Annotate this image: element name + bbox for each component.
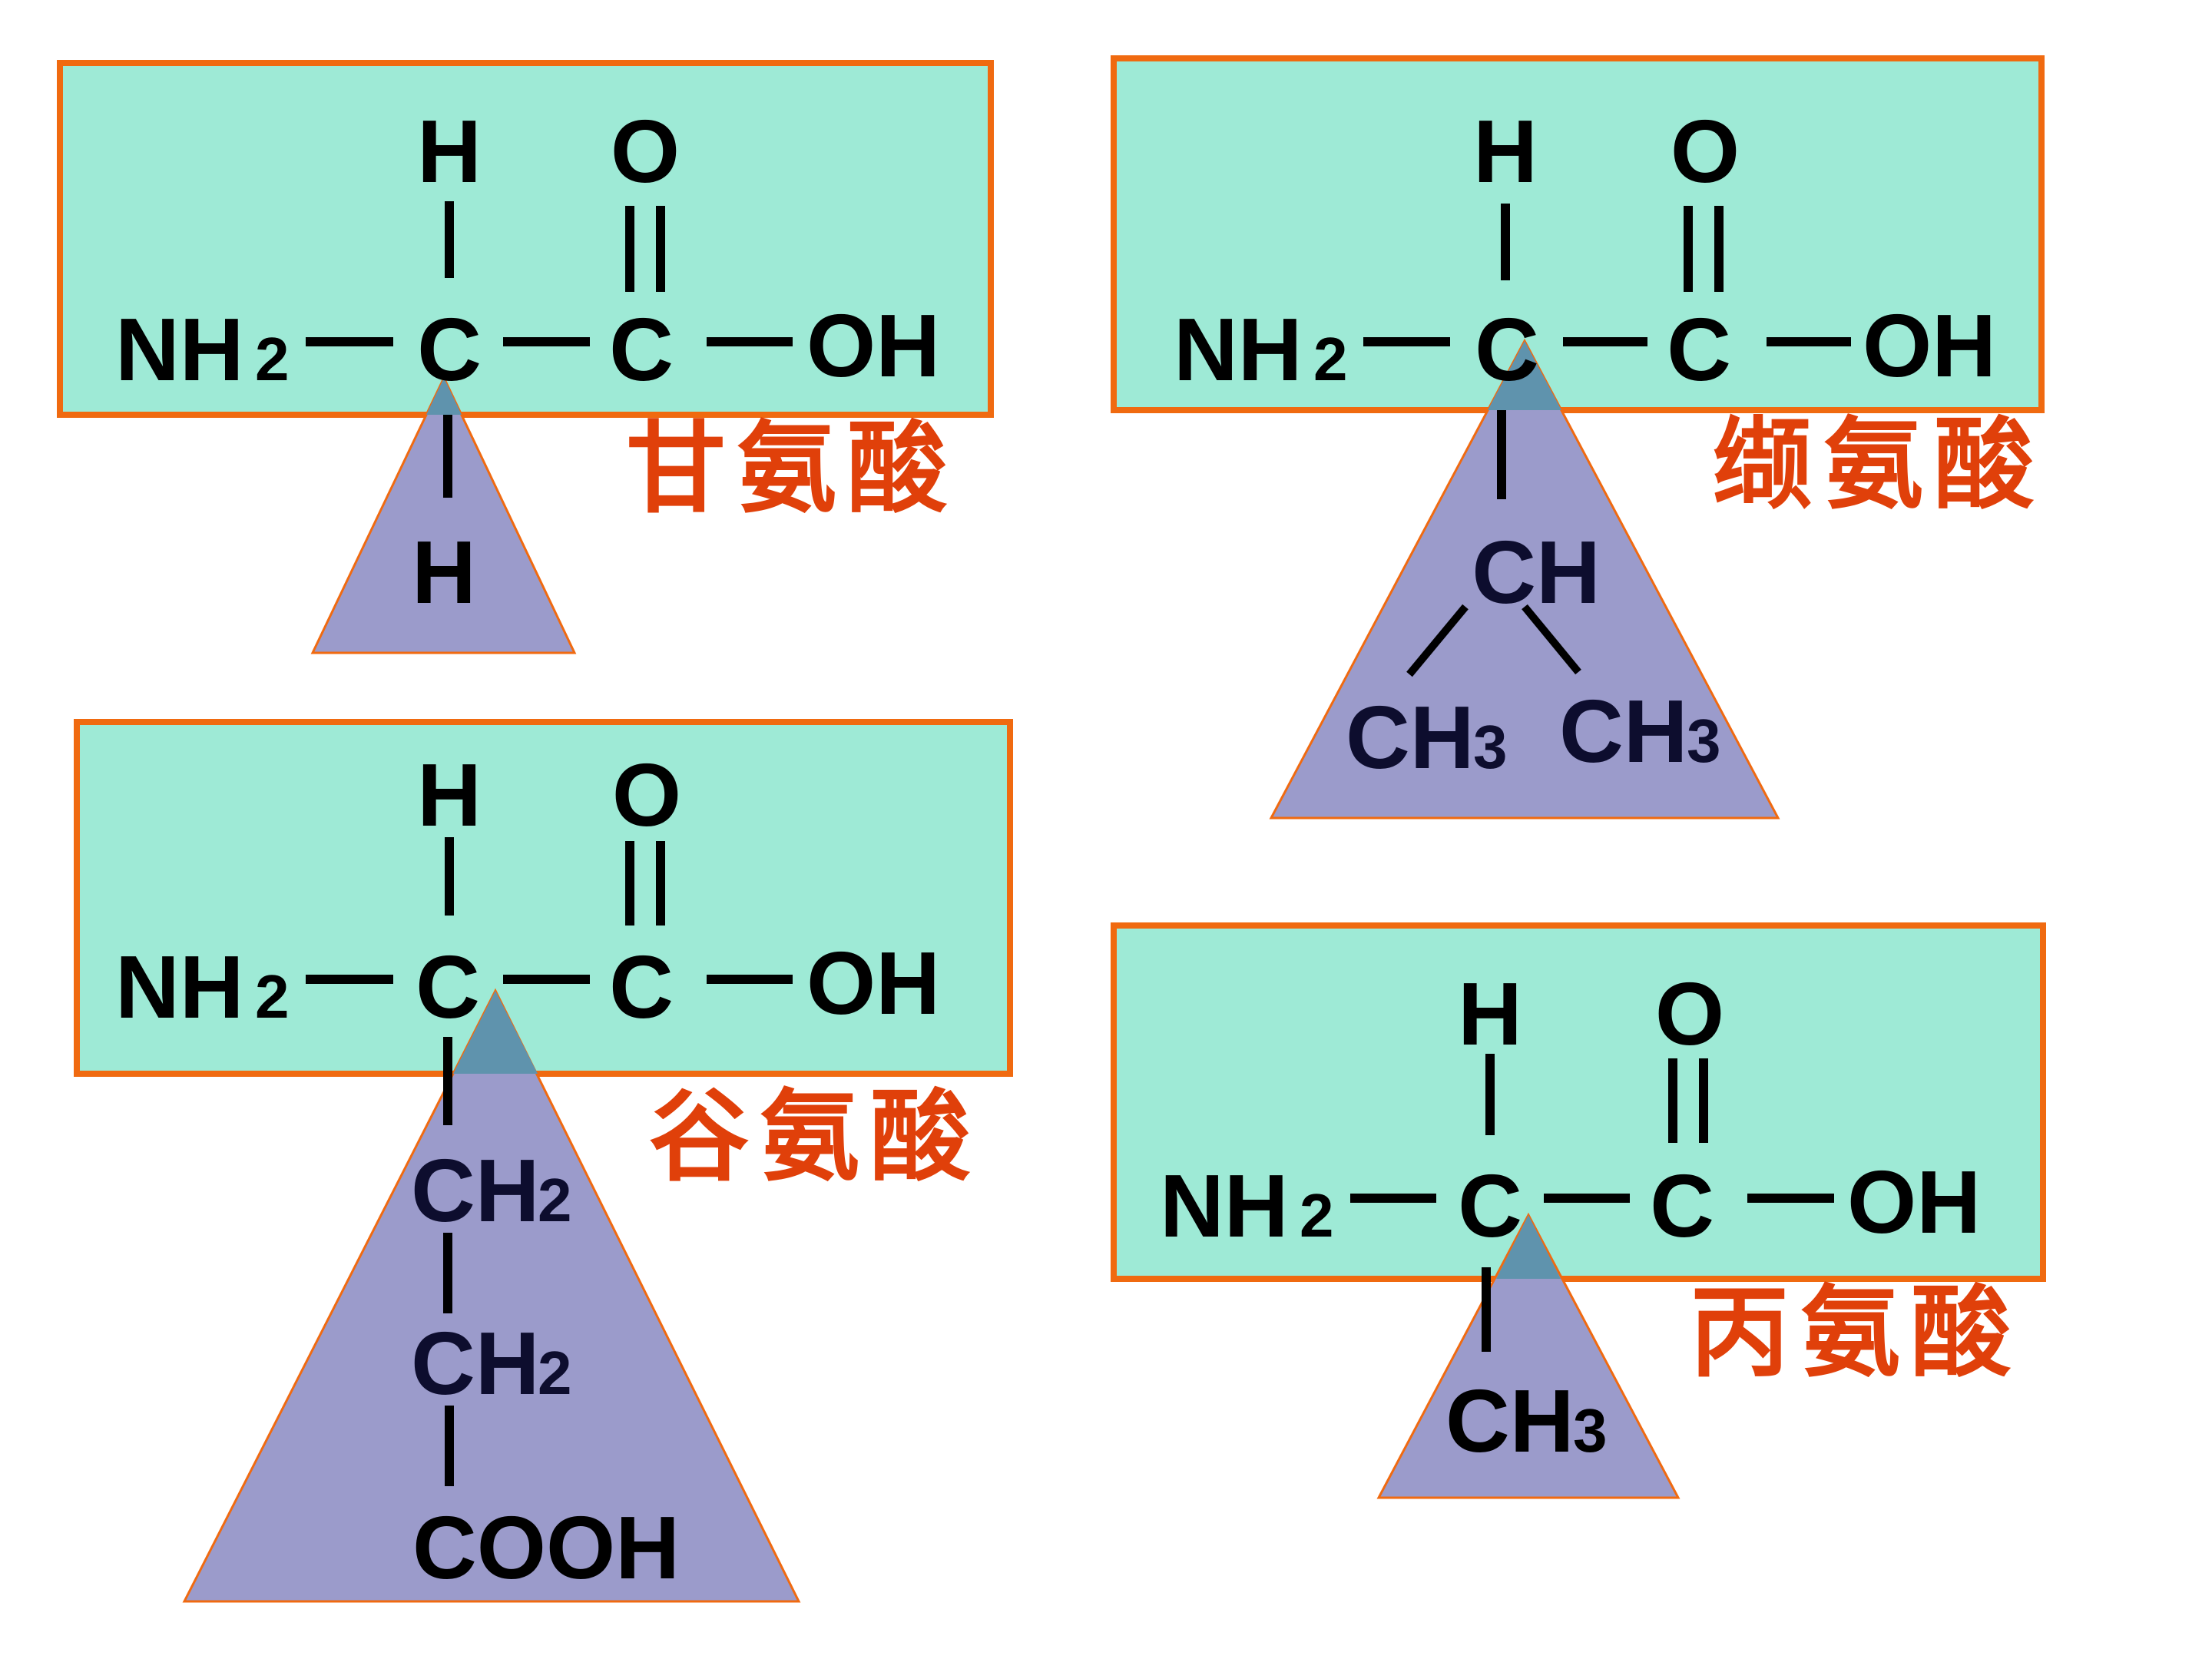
carboxyl-carbon: C (609, 300, 674, 399)
side-chain-triangle (1269, 338, 1780, 820)
molecule-alanine: H O NH 2 C C OH CH 3 丙氨酸 (1111, 922, 2046, 1499)
backbone-box (57, 60, 994, 418)
side-chain-triangle (310, 375, 577, 654)
amino-group: NH (1160, 1156, 1289, 1256)
backbone-box (1111, 922, 2046, 1282)
side-chain-ch: CH (1472, 522, 1601, 622)
alpha-hydrogen: H (1473, 101, 1538, 201)
side-chain-ch3-right: CH (1559, 681, 1688, 781)
side-chain-ch3-left: CH (1346, 687, 1475, 787)
amino-subscript: 2 (255, 325, 290, 393)
box-triangle-overlap (1488, 341, 1561, 410)
alpha-hydrogen: H (417, 101, 482, 201)
side-chain-triangle (1376, 1212, 1681, 1499)
side-chain-ch2-a-subscript: 2 (538, 1166, 572, 1234)
hydroxyl-group: OH (1863, 296, 1996, 396)
side-chain-ch3: CH (1445, 1371, 1575, 1471)
amino-subscript: 2 (1300, 1181, 1334, 1250)
carbonyl-oxygen: O (1671, 101, 1740, 201)
carbonyl-oxygen: O (611, 101, 680, 201)
ch-ch3-right-bond (1522, 604, 1581, 675)
carboxyl-carbon: C (609, 937, 674, 1037)
side-chain-ch2-a: CH (411, 1141, 540, 1240)
molecule-name: 丙氨酸 (1690, 1273, 2022, 1391)
box-triangle-overlap (1496, 1215, 1561, 1279)
side-chain-ch2-b: CH (411, 1313, 540, 1413)
box-triangle-overlap (426, 378, 462, 415)
carbonyl-oxygen: O (612, 745, 681, 845)
side-chain-hydrogen: H (412, 522, 476, 622)
alpha-hydrogen: H (1458, 964, 1522, 1064)
amino-group: NH (115, 300, 244, 399)
alpha-carbon: C (417, 300, 482, 399)
side-chain-ch3-left-subscript: 3 (1473, 713, 1508, 781)
ch-ch3-left-bond (1406, 604, 1469, 677)
molecule-glutamic-acid: H O NH 2 C C OH CH 2 CH 2 COOH 谷氨酸 (74, 719, 1013, 1603)
hydroxyl-group: OH (806, 933, 940, 1033)
alpha-carbon: C (1475, 300, 1539, 399)
alpha-carbon: C (1458, 1156, 1522, 1256)
alpha-carbon: C (416, 937, 480, 1037)
molecule-name: 甘氨酸 (626, 409, 958, 527)
molecule-valine: H O NH 2 C C OH CH CH 3 CH 3 缬氨酸 (1111, 55, 2045, 820)
amino-group: NH (115, 937, 244, 1037)
backbone-box (74, 719, 1013, 1077)
carbonyl-oxygen: O (1655, 964, 1724, 1064)
amino-subscript: 2 (255, 962, 290, 1031)
box-triangle-overlap (453, 991, 538, 1074)
alpha-hydrogen: H (417, 745, 482, 845)
side-chain-triangle (182, 988, 801, 1603)
amino-subscript: 2 (1313, 325, 1348, 393)
molecule-name: 谷氨酸 (649, 1078, 981, 1195)
side-chain-cooh: COOH (412, 1498, 680, 1598)
carboxyl-carbon: C (1667, 300, 1731, 399)
molecule-name: 缬氨酸 (1713, 406, 2045, 523)
amino-group: NH (1174, 300, 1303, 399)
molecule-glycine: H O NH 2 C C OH H 甘氨酸 (57, 60, 994, 654)
side-chain-ch3-subscript: 3 (1573, 1396, 1608, 1465)
side-chain-ch2-b-subscript: 2 (538, 1339, 572, 1407)
hydroxyl-group: OH (806, 296, 940, 396)
hydroxyl-group: OH (1847, 1152, 1981, 1252)
carboxyl-carbon: C (1650, 1156, 1714, 1256)
side-chain-ch3-right-subscript: 3 (1687, 707, 1721, 775)
backbone-box (1111, 55, 2045, 413)
